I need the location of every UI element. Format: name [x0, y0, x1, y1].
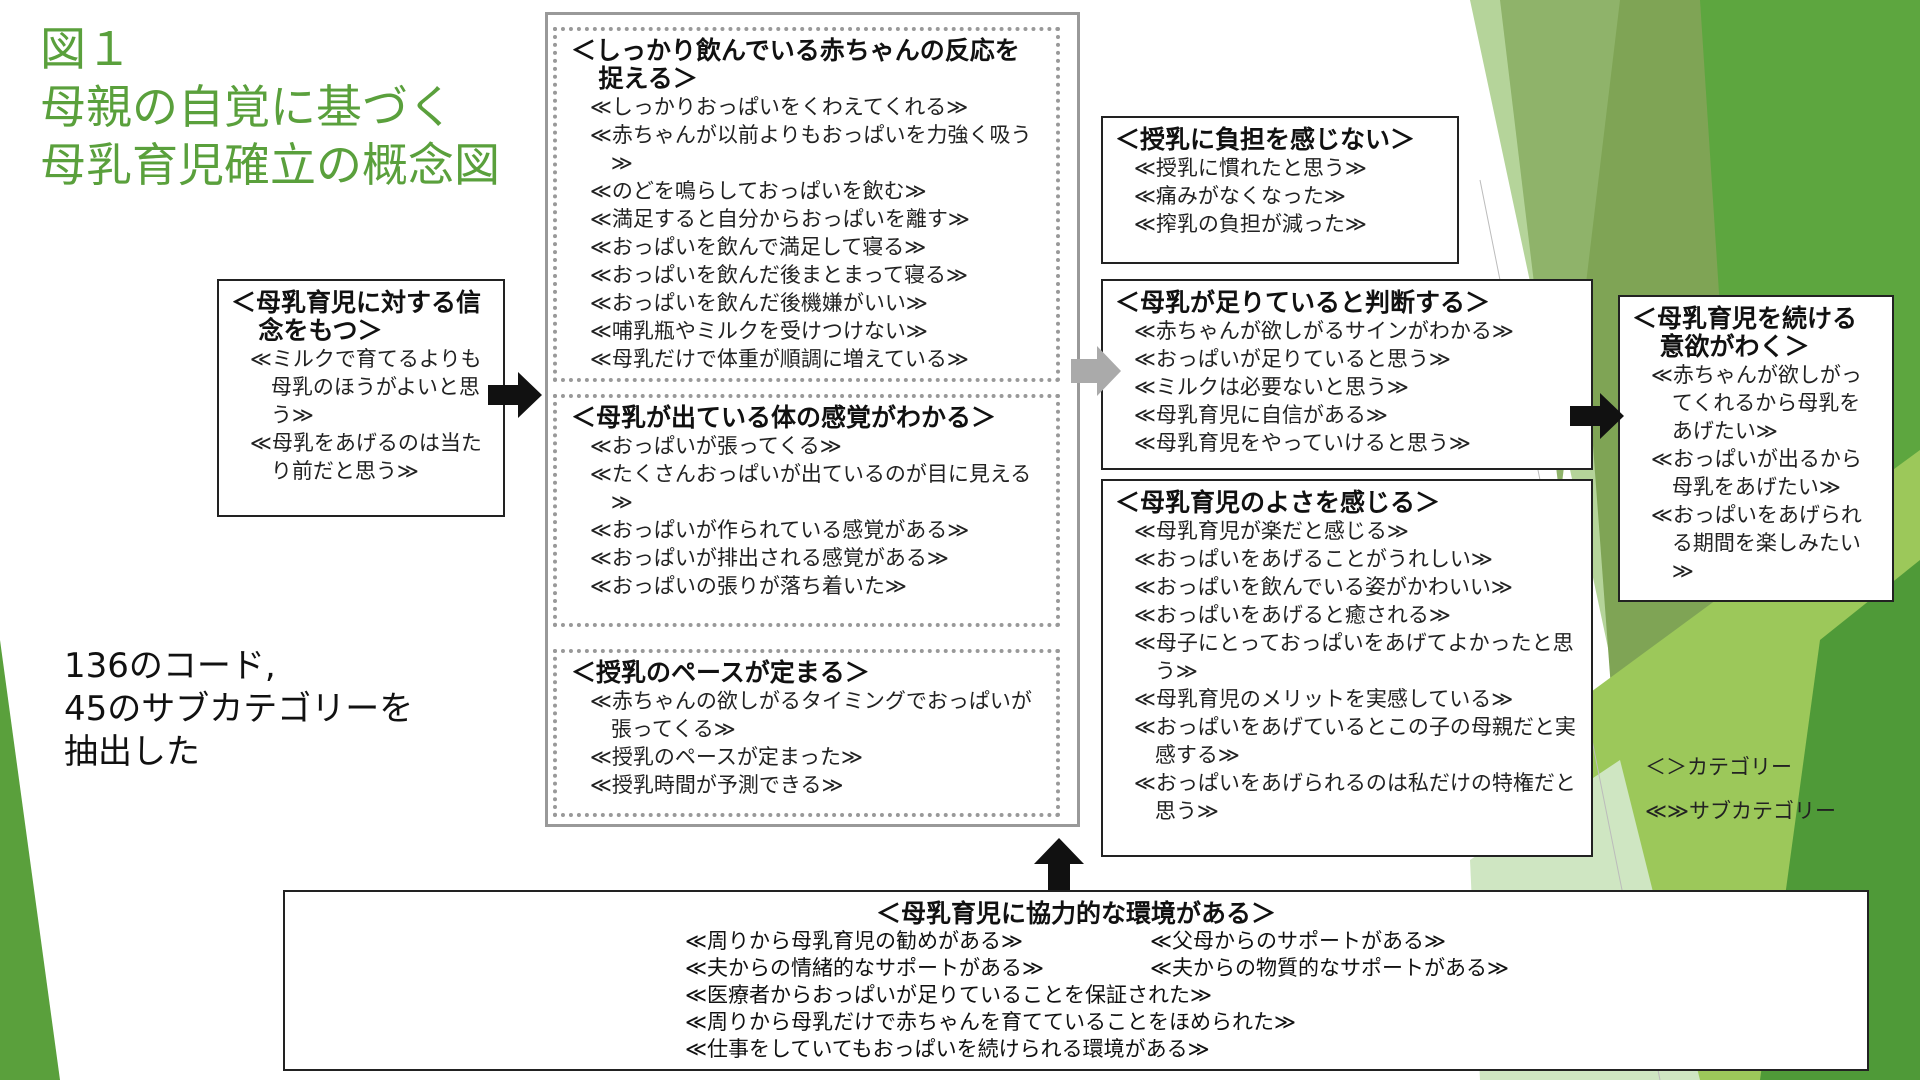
subcategory-item: ≪母乳だけで体重が順調に増えている≫ [589, 347, 969, 371]
subcategory-item: ≪おっぱいが張ってくる≫ [589, 434, 842, 458]
subcategory-item: ≪授乳のペースが定まった≫ [589, 745, 863, 769]
figure-title-line2: 母乳育児確立の概念図 [40, 138, 500, 192]
subcategory-item: ≪赤ちゃんが以前よりもおっぱいを力強く吸う≫ [589, 123, 1032, 175]
category-heading: ＜母乳育児に対する信念をもつ＞ [231, 288, 482, 345]
arrow-right-icon [488, 372, 542, 418]
body-sense-category-box: ＜母乳が出ている体の感覚がわかる＞ ≪おっぱいが張ってくる≫ ≪たくさんおっぱい… [553, 394, 1060, 627]
subcategory-item: ≪おっぱいを飲んだ後まとまって寝る≫ [589, 263, 968, 287]
subcategory-item: ≪しっかりおっぱいをくわえてくれる≫ [589, 95, 969, 119]
belief-category-box: ＜母乳育児に対する信念をもつ＞ ≪ミルクで育てるよりも母乳のほうがよいと思う≫ … [217, 279, 505, 517]
subcategory-item: ≪おっぱいをあげられるのは私だけの特権だと思う≫ [1133, 771, 1576, 823]
subcategory-item: ≪授乳に慣れたと思う≫ [1133, 156, 1367, 180]
category-heading: ＜母乳育児のよさを感じる＞ [1115, 488, 1441, 517]
subcategory-item: ≪たくさんおっぱいが出ているのが目に見える≫ [589, 462, 1032, 514]
arrow-up-icon [1034, 838, 1084, 890]
subcategory-item: ≪医療者からおっぱいが足りていることを保証された≫ [685, 983, 1212, 1007]
subcategory-item: ≪夫からの情緒的なサポートがある≫ [685, 956, 1044, 980]
subcategory-item: ≪搾乳の負担が減った≫ [1133, 212, 1367, 236]
legend-subcategory: ≪≫サブカテゴリー [1645, 799, 1836, 823]
subcategory-item: ≪仕事をしていてもおっぱいを続けられる環境がある≫ [685, 1037, 1210, 1061]
subcategory-item: ≪おっぱいが排出される感覚がある≫ [589, 546, 949, 570]
category-heading: ＜しっかり飲んでいる赤ちゃんの反応を捉える＞ [571, 36, 1020, 93]
subcategory-item: ≪母子にとっておっぱいをあげてよかったと思う≫ [1133, 631, 1574, 683]
reaction-category-box: ＜しっかり飲んでいる赤ちゃんの反応を捉える＞ ≪しっかりおっぱいをくわえてくれる… [553, 27, 1060, 382]
subcategory-item: ≪母乳育児に自信がある≫ [1133, 403, 1388, 427]
summary-line: 抽出した [64, 732, 200, 772]
subcategory-item: ≪ミルクは必要ないと思う≫ [1133, 375, 1409, 399]
subcategory-item: ≪おっぱいをあげられる期間を楽しみたい≫ [1650, 503, 1862, 583]
category-heading: ＜母乳が出ている体の感覚がわかる＞ [571, 403, 997, 432]
arrow-right-icon [1071, 346, 1121, 396]
category-heading: ＜授乳のペースが定まる＞ [571, 658, 870, 687]
subcategory-item: ≪おっぱいが足りていると思う≫ [1133, 347, 1451, 371]
subcategory-item: ≪おっぱいを飲んでいる姿がかわいい≫ [1133, 575, 1513, 599]
legend: ＜＞カテゴリー ≪≫サブカテゴリー [1645, 745, 1836, 833]
category-heading: ＜母乳育児を続ける意欲がわく＞ [1632, 304, 1858, 361]
subcategory-item: ≪母乳育児が楽だと感じる≫ [1133, 519, 1409, 543]
subcategory-item: ≪周りから母乳育児の勧めがある≫ [685, 929, 1023, 953]
category-heading: ＜授乳に負担を感じない＞ [1115, 125, 1416, 154]
summary-line: 45のサブカテゴリーを [64, 689, 414, 729]
subcategory-item: ≪母乳をあげるのは当たり前だと思う≫ [249, 431, 482, 483]
subcategory-item: ≪父母からのサポートがある≫ [1150, 929, 1446, 953]
subcategory-item: ≪夫からの物質的なサポートがある≫ [1150, 956, 1509, 980]
pace-category-box: ＜授乳のペースが定まる＞ ≪赤ちゃんの欲しがるタイミングでおっぱいが張ってくる≫… [553, 649, 1060, 817]
subcategory-item: ≪授乳時間が予測できる≫ [589, 773, 844, 797]
subcategory-item: ≪赤ちゃんの欲しがるタイミングでおっぱいが張ってくる≫ [589, 689, 1032, 741]
subcategory-item: ≪おっぱいをあげているとこの子の母親だと実感する≫ [1133, 715, 1576, 767]
subcategory-item: ≪ミルクで育てるよりも母乳のほうがよいと思う≫ [249, 347, 482, 427]
subcategory-item: ≪おっぱいを飲んで満足して寝る≫ [589, 235, 927, 259]
subcategory-item: ≪母乳育児のメリットを実感している≫ [1133, 687, 1514, 711]
summary-line: 136のコード, [64, 646, 276, 686]
subcategory-item: ≪おっぱいが出るから母乳をあげたい≫ [1650, 447, 1862, 499]
motivation-category-box: ＜母乳育児を続ける意欲がわく＞ ≪赤ちゃんが欲しがってくれるから母乳をあげたい≫… [1618, 295, 1894, 602]
subcategory-item: ≪母乳育児をやっていけると思う≫ [1133, 431, 1471, 455]
environment-category-box: ＜母乳育児に協力的な環境がある＞ ≪周りから母乳育児の勧めがある≫ ≪父母からの… [283, 890, 1869, 1071]
arrow-right-icon [1570, 393, 1624, 439]
legend-category: ＜＞カテゴリー [1645, 755, 1792, 779]
subcategory-item: ≪満足すると自分からおっぱいを離す≫ [589, 207, 970, 231]
figure-title-line1: 母親の自覚に基づく [40, 80, 454, 134]
subcategory-item: ≪のどを鳴らしておっぱいを飲む≫ [589, 179, 927, 203]
subcategory-item: ≪おっぱいをあげることがうれしい≫ [1133, 547, 1493, 571]
category-heading: ＜母乳が足りていると判断する＞ [1115, 288, 1491, 317]
subcategory-item: ≪赤ちゃんが欲しがってくれるから母乳をあげたい≫ [1650, 363, 1862, 443]
subcategory-item: ≪おっぱいの張りが落ち着いた≫ [589, 574, 907, 598]
subcategory-item: ≪痛みがなくなった≫ [1133, 184, 1346, 208]
subcategory-item: ≪周りから母乳だけで赤ちゃんを育てていることをほめられた≫ [685, 1010, 1296, 1034]
no-burden-category-box: ＜授乳に負担を感じない＞ ≪授乳に慣れたと思う≫ ≪痛みがなくなった≫ ≪搾乳の… [1101, 116, 1459, 264]
subcategory-item: ≪おっぱいが作られている感覚がある≫ [589, 518, 970, 542]
goodness-category-box: ＜母乳育児のよさを感じる＞ ≪母乳育児が楽だと感じる≫ ≪おっぱいをあげることが… [1101, 479, 1593, 857]
summary-text: 136のコード, 45のサブカテゴリーを 抽出した [64, 645, 413, 774]
subcategory-item: ≪おっぱいをあげると癒される≫ [1133, 603, 1451, 627]
subcategory-item: ≪哺乳瓶やミルクを受けつけない≫ [589, 319, 928, 343]
sufficient-category-box: ＜母乳が足りていると判断する＞ ≪赤ちゃんが欲しがるサインがわかる≫ ≪おっぱい… [1101, 279, 1593, 470]
subcategory-item: ≪赤ちゃんが欲しがるサインがわかる≫ [1133, 319, 1514, 343]
category-heading: ＜母乳育児に協力的な環境がある＞ [875, 899, 1276, 928]
subcategory-item: ≪おっぱいを飲んだ後機嫌がいい≫ [589, 291, 928, 315]
figure-number: 図１ [40, 22, 132, 76]
